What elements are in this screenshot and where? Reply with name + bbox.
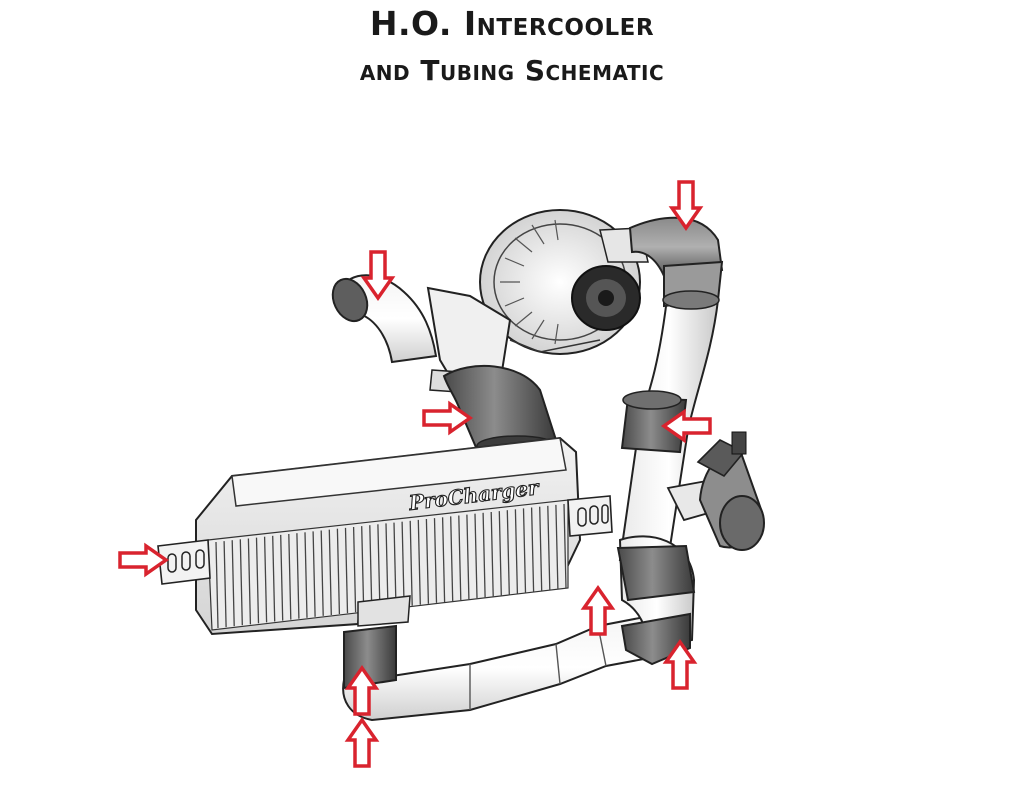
fin-line xyxy=(490,511,494,597)
red-outlined-arrow-icon xyxy=(344,716,380,768)
fin-line xyxy=(336,528,341,615)
fin-line xyxy=(369,525,373,611)
fin-line xyxy=(466,514,470,600)
red-outlined-arrow-icon xyxy=(662,638,698,690)
fin-line xyxy=(344,527,349,614)
fin-line xyxy=(393,522,397,608)
fin-line xyxy=(263,536,268,623)
fin-line xyxy=(247,538,252,625)
fin-line xyxy=(433,518,438,603)
fin-line xyxy=(522,508,527,593)
fin-line xyxy=(215,541,219,629)
bypass-valve xyxy=(666,431,765,551)
fin-line xyxy=(296,533,300,619)
fin-line xyxy=(450,516,454,602)
fin-line xyxy=(409,520,413,606)
fin-line xyxy=(377,524,381,610)
red-outlined-arrow-icon xyxy=(660,408,712,444)
red-outlined-arrow-icon xyxy=(118,542,170,578)
fin-line xyxy=(320,530,324,616)
fin-line xyxy=(352,526,357,613)
fin-line xyxy=(304,532,308,618)
fin-line xyxy=(417,519,421,605)
fin-line xyxy=(514,509,519,594)
fin-line xyxy=(441,517,446,603)
fin-line xyxy=(506,510,510,595)
page-subtitle: and Tubing Schematic xyxy=(359,54,665,87)
intercooler-core: ProCharger xyxy=(157,436,613,636)
fin-line xyxy=(280,534,284,621)
fin-line xyxy=(239,539,243,626)
fin-line xyxy=(425,518,430,604)
fin-line xyxy=(231,540,235,627)
fin-line xyxy=(539,506,543,591)
red-outlined-arrow-icon xyxy=(422,400,474,436)
fin-line xyxy=(312,531,316,617)
fin-line xyxy=(288,533,292,620)
red-outlined-arrow-icon xyxy=(360,250,396,302)
fin-line xyxy=(563,503,567,589)
page-title: H.O. Intercooler xyxy=(369,4,655,43)
fin-line xyxy=(474,513,478,599)
fin-line xyxy=(255,537,260,624)
red-outlined-arrow-icon xyxy=(668,180,704,232)
fin-line xyxy=(482,512,486,598)
fin-line xyxy=(328,529,332,616)
fin-line xyxy=(547,505,551,590)
fin-line xyxy=(401,521,405,607)
fin-line xyxy=(223,541,227,628)
coupler-markers xyxy=(118,180,712,768)
red-outlined-arrow-icon xyxy=(580,584,616,636)
fin-line xyxy=(555,504,559,589)
red-outlined-arrow-icon xyxy=(344,664,380,716)
fin-line xyxy=(272,535,276,622)
fin-line xyxy=(530,507,535,592)
fin-line xyxy=(498,511,502,596)
fin-line xyxy=(458,515,462,601)
fin-line xyxy=(385,523,389,609)
intercooler-fins xyxy=(215,503,567,629)
supercharger-head-unit xyxy=(479,209,649,355)
fin-line xyxy=(361,526,365,612)
